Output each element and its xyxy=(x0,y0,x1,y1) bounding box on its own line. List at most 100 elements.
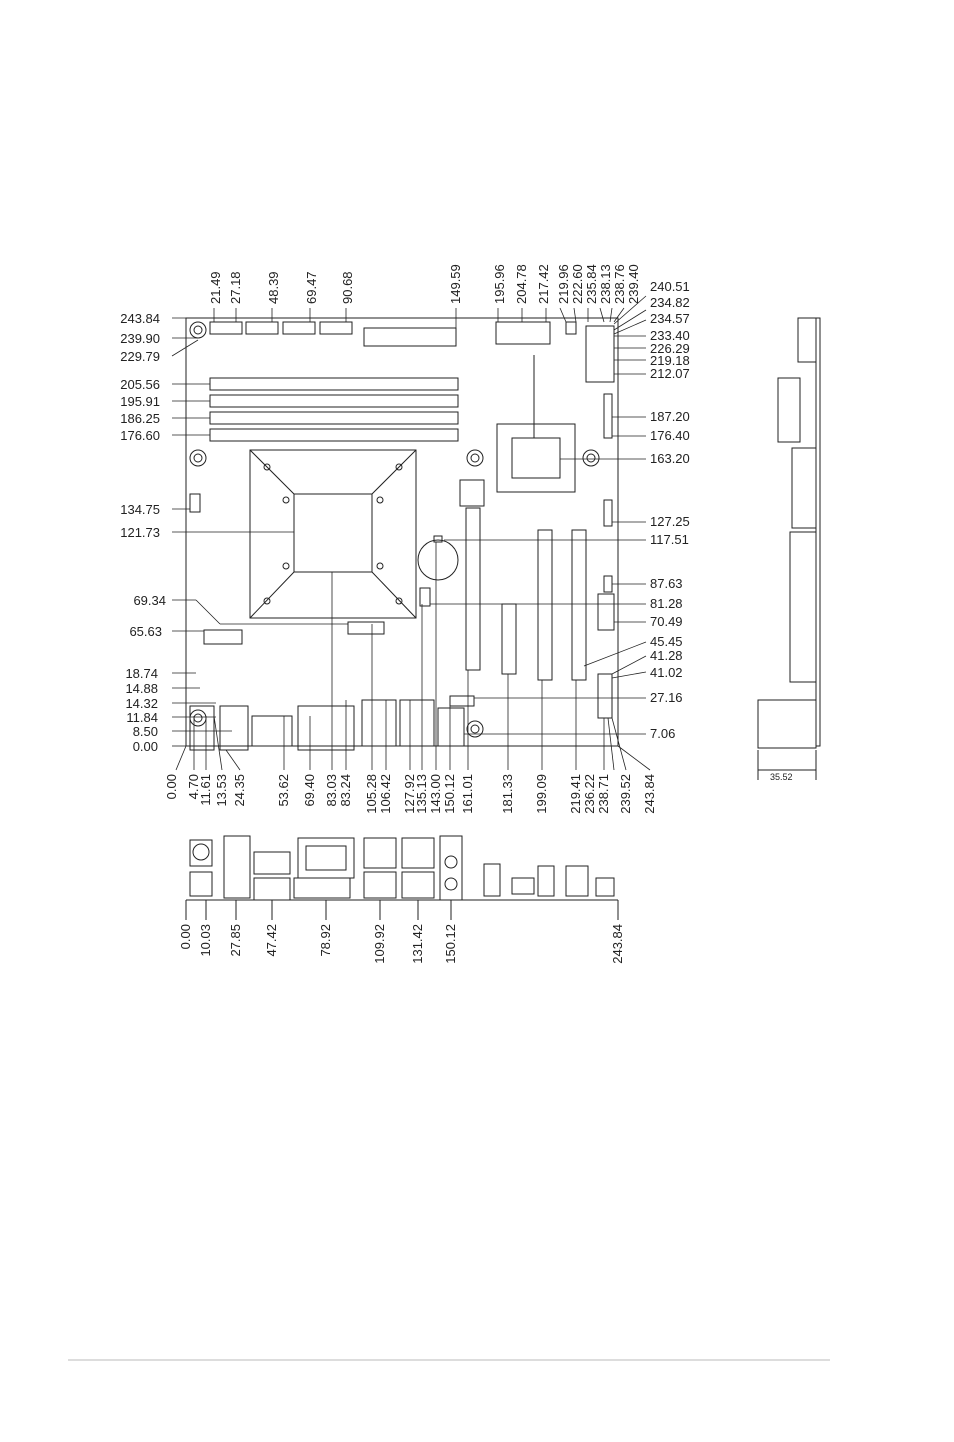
top-label: 21.49 xyxy=(208,271,223,304)
bottom-label: 143.00 xyxy=(428,774,443,814)
left-dimension-labels: 243.84 239.90 229.79 205.56 195.91 186.2… xyxy=(120,311,166,754)
dimm-slots xyxy=(209,377,459,442)
right-label: 212.07 xyxy=(650,366,690,381)
left-label: 239.90 xyxy=(120,331,160,346)
io-label: 150.12 xyxy=(443,924,458,964)
io-dimension-labels: 0.00 10.03 27.85 47.42 78.92 109.92 131.… xyxy=(178,924,625,964)
rear-io-top xyxy=(189,699,465,751)
bottom-label: 11.61 xyxy=(198,774,213,806)
right-label: 163.20 xyxy=(650,451,690,466)
left-label: 14.32 xyxy=(125,696,158,711)
left-label: 18.74 xyxy=(125,666,158,681)
chipset xyxy=(496,355,576,493)
bottom-label: 199.09 xyxy=(534,774,549,814)
io-label: 131.42 xyxy=(410,924,425,964)
side-view xyxy=(757,317,821,780)
right-label: 234.82 xyxy=(650,295,690,310)
right-label: 117.51 xyxy=(650,532,689,547)
top-headers xyxy=(209,321,577,347)
bottom-label: 69.40 xyxy=(302,774,317,807)
right-label: 187.20 xyxy=(650,409,690,424)
right-label: 219.18 xyxy=(650,353,690,368)
left-label: 205.56 xyxy=(120,377,160,392)
left-label: 14.88 xyxy=(125,681,158,696)
right-label: 81.28 xyxy=(650,596,683,611)
bottom-dim-lines xyxy=(175,542,651,771)
io-label: 47.42 xyxy=(264,924,279,957)
left-label: 121.73 xyxy=(120,525,160,540)
right-label: 7.06 xyxy=(650,726,675,741)
right-label: 233.40 xyxy=(650,328,690,343)
right-label: 41.28 xyxy=(650,648,683,663)
top-label: 235.84 xyxy=(584,264,599,304)
io-label: 109.92 xyxy=(372,924,387,964)
right-label: 27.16 xyxy=(650,690,683,705)
right-dimension-labels: 240.51 234.82 234.57 233.40 226.29 219.1… xyxy=(650,279,690,741)
bottom-label: 0.00 xyxy=(164,774,179,799)
left-label: 243.84 xyxy=(120,311,160,326)
top-label: 69.47 xyxy=(304,271,319,304)
right-dim-lines xyxy=(430,295,647,735)
right-label: 41.02 xyxy=(650,665,683,680)
top-label: 217.42 xyxy=(536,264,551,304)
left-dim-lines xyxy=(171,317,348,747)
bottom-label: 53.62 xyxy=(276,774,291,807)
bottom-label: 13.53 xyxy=(214,774,229,807)
bottom-label: 239.52 xyxy=(618,774,633,814)
right-label: 127.25 xyxy=(650,514,690,529)
left-label: 176.60 xyxy=(120,428,160,443)
right-label: 240.51 xyxy=(650,279,690,294)
io-label: 243.84 xyxy=(610,924,625,964)
left-label: 0.00 xyxy=(133,739,158,754)
cpu-socket xyxy=(249,449,417,619)
top-label: 149.59 xyxy=(448,264,463,304)
top-label: 27.18 xyxy=(228,271,243,304)
left-label: 8.50 xyxy=(133,724,158,739)
bottom-label: 106.42 xyxy=(378,774,393,814)
top-label: 195.96 xyxy=(492,264,507,304)
left-label: 65.63 xyxy=(129,624,162,639)
bottom-label: 236.22 xyxy=(582,774,597,814)
left-label: 134.75 xyxy=(120,502,160,517)
bottom-label: 150.12 xyxy=(442,774,457,814)
bottom-dimension-labels: 0.00 4.70 11.61 13.53 24.35 53.62 69.40 … xyxy=(164,774,657,814)
top-dimension-labels: 21.49 27.18 48.39 69.47 90.68 149.59 195… xyxy=(208,264,641,304)
top-label: 219.96 xyxy=(556,264,571,304)
left-label: 11.84 xyxy=(126,710,158,725)
io-label: 27.85 xyxy=(228,924,243,957)
top-label: 204.78 xyxy=(514,264,529,304)
top-label: 238.13 xyxy=(598,264,613,304)
right-label: 226.29 xyxy=(650,341,690,356)
bottom-label: 24.35 xyxy=(232,774,247,807)
left-label: 229.79 xyxy=(120,349,160,364)
bottom-label: 161.01 xyxy=(460,774,475,814)
rear-io-view xyxy=(185,835,619,920)
top-label: 222.60 xyxy=(570,264,585,304)
top-label: 48.39 xyxy=(266,271,281,304)
bottom-label: 181.33 xyxy=(500,774,515,814)
bottom-label: 219.41 xyxy=(568,774,583,814)
expansion-slots xyxy=(189,325,615,719)
left-label: 69.34 xyxy=(133,593,166,608)
right-label: 234.57 xyxy=(650,311,690,326)
bottom-label: 238.71 xyxy=(596,774,611,814)
io-label: 0.00 xyxy=(178,924,193,949)
bottom-label: 243.84 xyxy=(642,774,657,814)
top-label: 239.40 xyxy=(626,264,641,304)
bottom-label: 127.92 xyxy=(402,774,417,814)
right-label: 70.49 xyxy=(650,614,683,629)
bottom-label: 83.24 xyxy=(338,774,353,807)
bottom-label: 83.03 xyxy=(324,774,339,807)
side-width-label: 35.52 xyxy=(770,772,793,782)
io-label: 10.03 xyxy=(198,924,213,957)
right-label: 87.63 xyxy=(650,576,683,591)
battery xyxy=(417,535,459,581)
left-label: 186.25 xyxy=(120,411,160,426)
right-label: 45.45 xyxy=(650,634,683,649)
left-label: 195.91 xyxy=(120,394,160,409)
top-dim-lines xyxy=(213,307,625,328)
top-label: 90.68 xyxy=(340,271,355,304)
bottom-label: 135.13 xyxy=(414,774,429,814)
io-label: 78.92 xyxy=(318,924,333,957)
